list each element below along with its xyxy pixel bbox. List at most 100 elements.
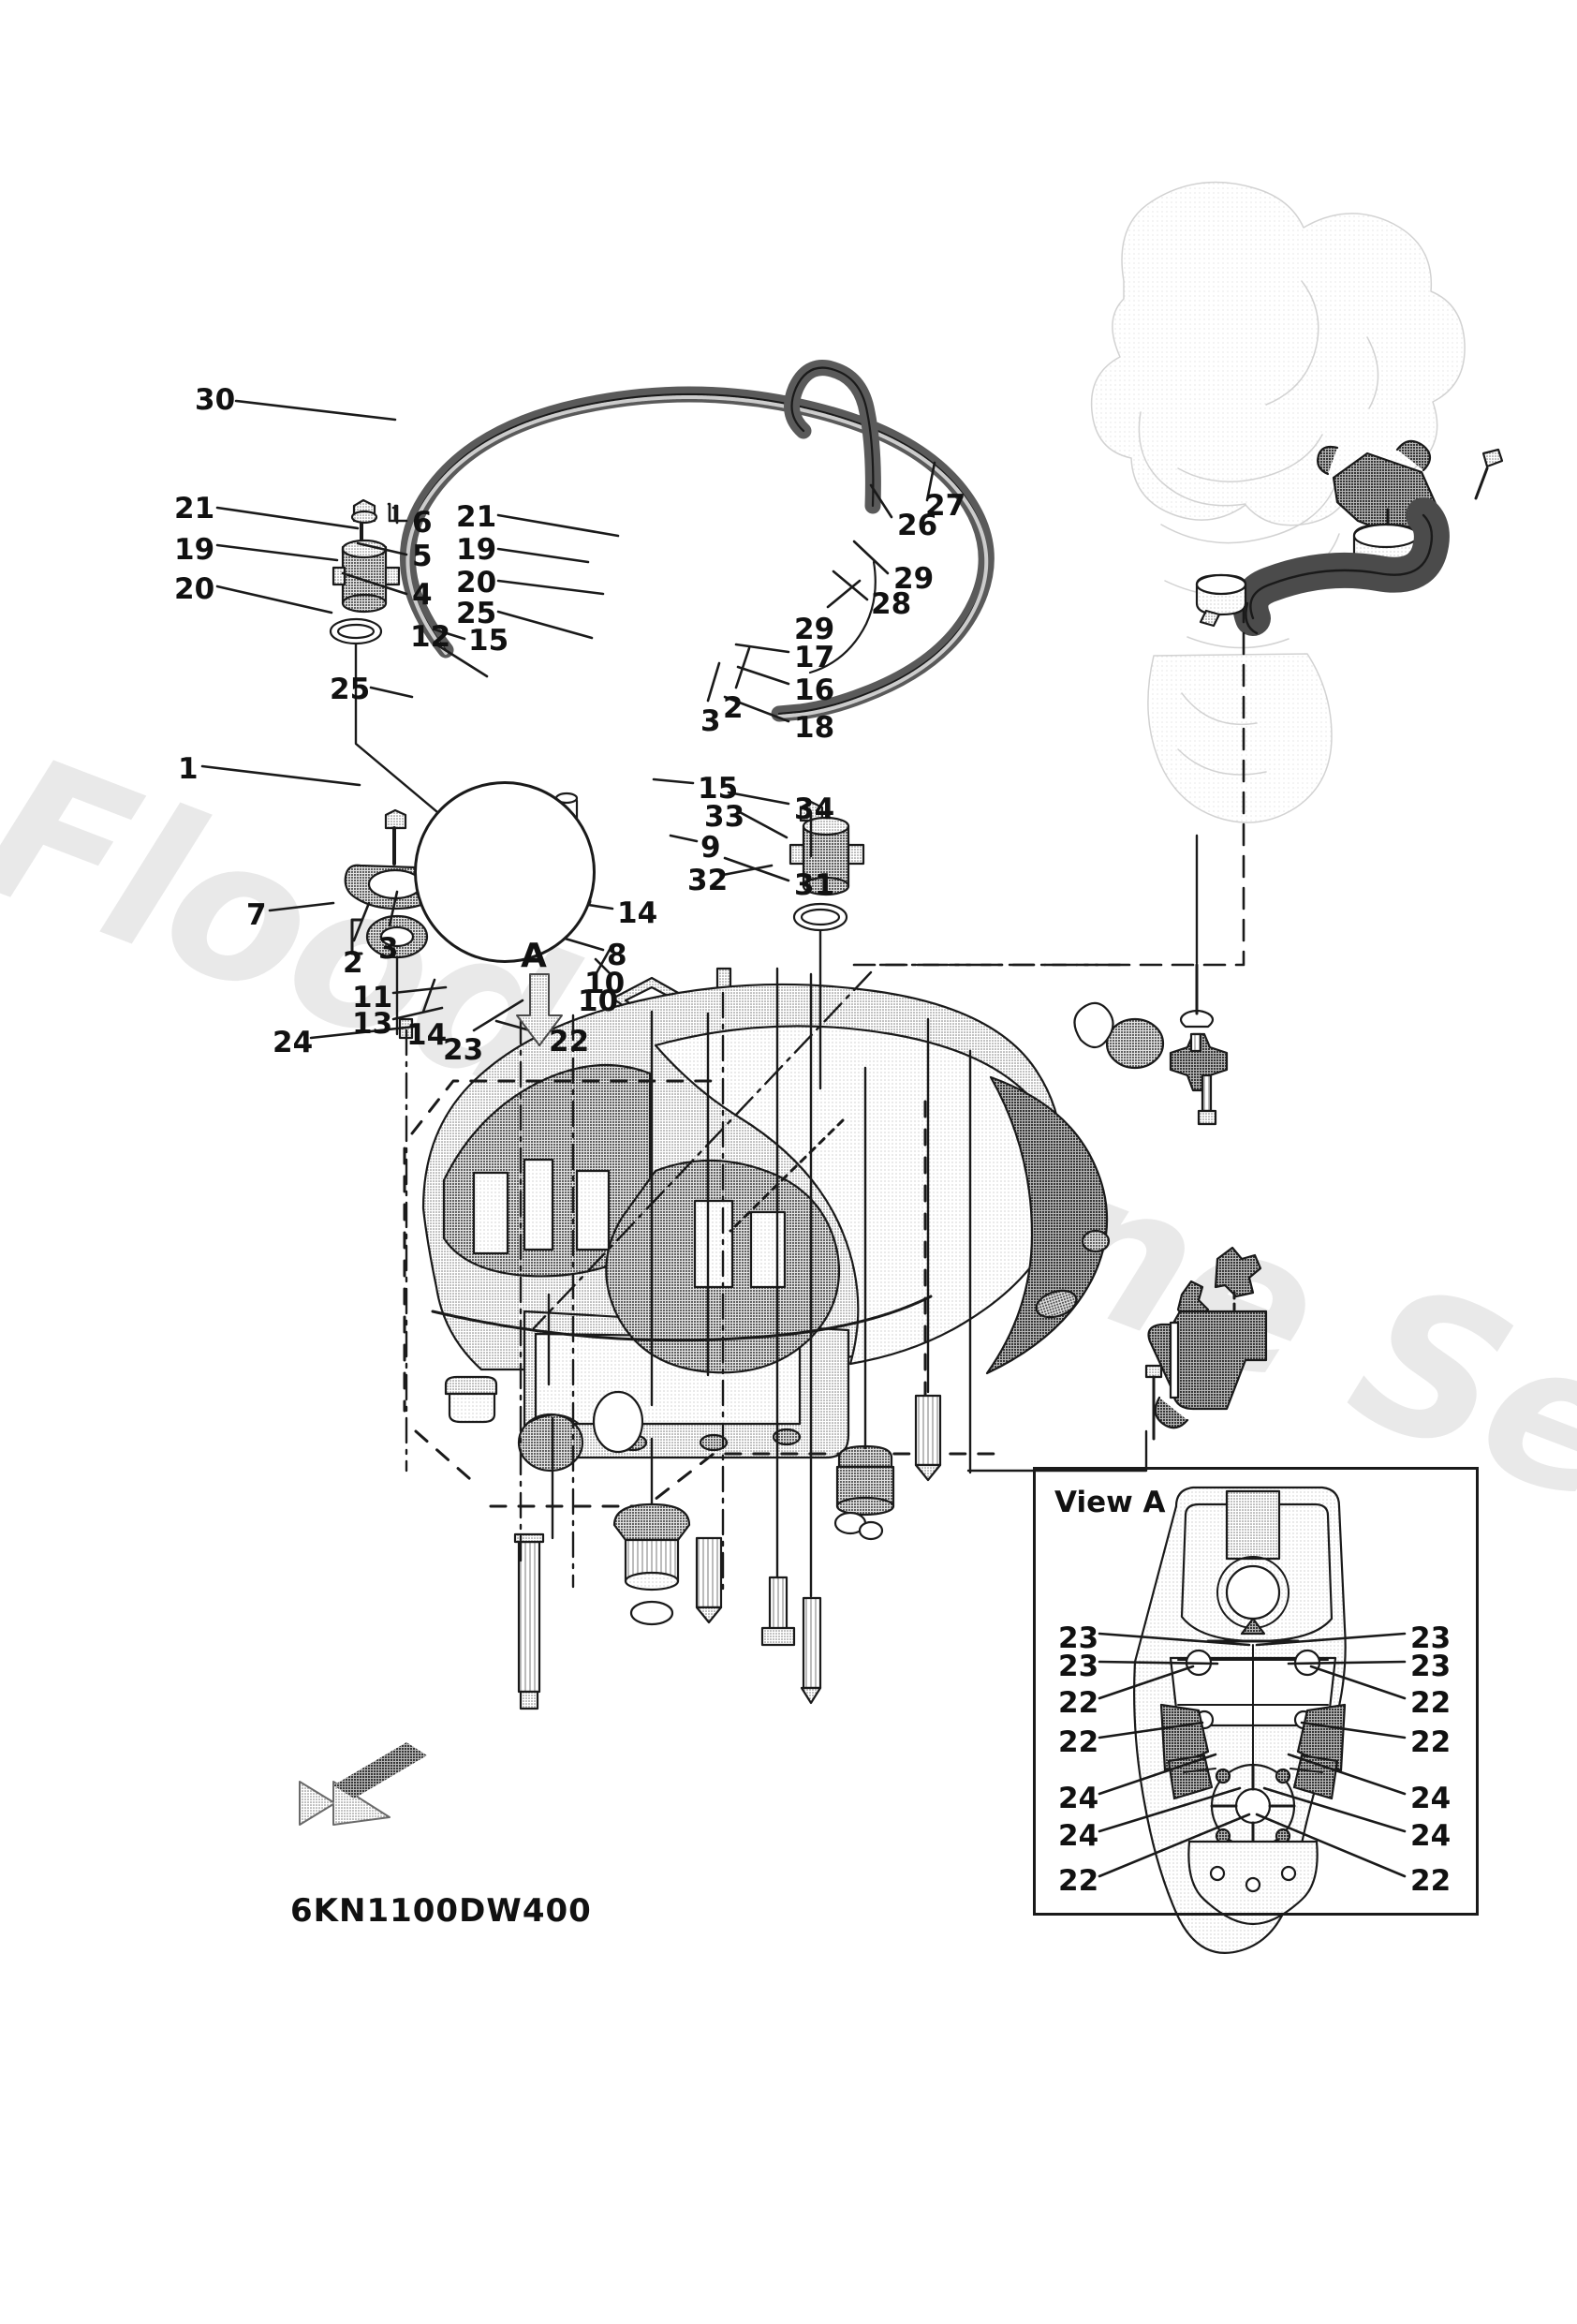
callout-5[interactable]: 5 [412, 540, 433, 573]
view-callout-22-right-1[interactable]: 22 [1410, 1686, 1452, 1720]
part-23-bolt [760, 1576, 796, 1647]
callout-18[interactable]: 18 [794, 711, 835, 745]
part-number-caption: 6KN1100DW400 [290, 1892, 592, 1930]
callout-10-b[interactable]: 10 [584, 967, 626, 1000]
callout-19[interactable]: 19 [174, 533, 215, 567]
callout-2-lower[interactable]: 2 [343, 946, 363, 980]
part-9-grommet [1035, 1289, 1078, 1319]
callout-6[interactable]: 6 [412, 506, 433, 540]
part-15-right-nut [1081, 1229, 1111, 1253]
callout-25-left[interactable]: 25 [330, 673, 371, 706]
view-a-leaders [1098, 1632, 1407, 1878]
callout-12[interactable]: 12 [410, 620, 451, 654]
callout-13[interactable]: 13 [352, 1007, 393, 1041]
view-a-inset-box [1033, 1467, 1479, 1916]
callout-23-lower[interactable]: 23 [443, 1033, 484, 1067]
callout-1[interactable]: 1 [178, 752, 199, 786]
view-callout-22-right-2[interactable]: 22 [1410, 1725, 1452, 1759]
callout-9[interactable]: 9 [700, 831, 721, 865]
callout-31[interactable]: 31 [794, 868, 835, 902]
part-6-bolt [384, 808, 407, 866]
callout-14-lower[interactable]: 14 [406, 1018, 448, 1052]
view-callout-24-right-1[interactable]: 24 [1410, 1782, 1452, 1815]
callout-29-b[interactable]: 29 [893, 562, 935, 596]
callout-3-lower[interactable]: 3 [378, 932, 399, 966]
view-callout-22-left-1[interactable]: 22 [1058, 1686, 1099, 1720]
callout-24[interactable]: 24 [273, 1026, 314, 1059]
detail-bubble-a [414, 781, 596, 963]
part-13-seal [629, 1600, 674, 1626]
callout-7[interactable]: 7 [246, 898, 267, 932]
part-30-cowling-seal [400, 360, 995, 722]
view-callout-23-right-1[interactable]: 23 [1410, 1621, 1452, 1655]
callout-19-center[interactable]: 19 [456, 533, 497, 567]
part-32-bolt [1144, 1364, 1163, 1441]
part-3-right-oring [1073, 1001, 1114, 1049]
part-11-filter [612, 1502, 691, 1591]
part-18-bolt [1197, 1073, 1217, 1126]
view-callout-22-left-3[interactable]: 22 [1058, 1864, 1099, 1898]
callout-34[interactable]: 34 [794, 792, 835, 826]
part-20-left-oring [329, 617, 383, 645]
callout-17[interactable]: 17 [794, 641, 835, 674]
view-a-title: View A [1054, 1486, 1166, 1519]
part-17-washer [1179, 963, 1215, 1029]
part-14-bolt-b [914, 1394, 942, 1482]
section-a-line [852, 607, 1245, 967]
callout-27[interactable]: 27 [925, 489, 966, 523]
construction-lines [354, 508, 1390, 1598]
part-19-left-fitting [332, 539, 401, 614]
part-28-hose [1232, 497, 1450, 636]
section-a-arrow [516, 973, 563, 1046]
view-a-inset-artwork [1133, 1486, 1347, 1954]
fwd-arrow [299, 1742, 427, 1826]
part-31-bracket [1147, 1310, 1268, 1429]
callout-21-center[interactable]: 21 [456, 500, 497, 534]
part-3-lower-oring [592, 1390, 644, 1454]
main-body-assembly [421, 983, 1109, 1459]
callout-26[interactable]: 26 [897, 509, 938, 542]
part-4-grommet [350, 914, 429, 959]
view-callout-23-left-1[interactable]: 23 [1058, 1621, 1099, 1655]
view-callout-22-right-3[interactable]: 22 [1410, 1864, 1452, 1898]
leader-lines [200, 399, 936, 1040]
callout-33[interactable]: 33 [704, 800, 745, 834]
callout-3-right[interactable]: 3 [700, 704, 721, 738]
callout-14-center[interactable]: 14 [617, 896, 658, 930]
part-16-stud-mount [1169, 1032, 1229, 1092]
part-7-drain-plug [444, 1375, 498, 1424]
callout-20-center[interactable]: 20 [456, 566, 497, 600]
part-2-right-cap [1105, 1017, 1165, 1070]
callout-4[interactable]: 4 [412, 578, 433, 612]
callout-8[interactable]: 8 [607, 939, 627, 972]
callout-11[interactable]: 11 [352, 981, 393, 1014]
part-14-bolt-a [695, 1536, 723, 1624]
view-callout-24-left-2[interactable]: 24 [1058, 1819, 1099, 1853]
view-callout-22-left-2[interactable]: 22 [1058, 1725, 1099, 1759]
callout-32[interactable]: 32 [687, 864, 729, 897]
callout-15-right[interactable]: 15 [698, 772, 739, 806]
callout-21[interactable]: 21 [174, 492, 215, 525]
callout-10-a[interactable]: 10 [578, 984, 619, 1018]
view-callout-23-right-2[interactable]: 23 [1410, 1650, 1452, 1683]
part-10-oring-b [858, 1520, 884, 1541]
callout-25-center[interactable]: 25 [456, 597, 497, 630]
callout-16[interactable]: 16 [794, 674, 835, 707]
view-callout-24-left-1[interactable]: 24 [1058, 1782, 1099, 1815]
view-callout-23-left-2[interactable]: 23 [1058, 1650, 1099, 1683]
part-2-lower-cap [517, 1413, 584, 1473]
part-22-bolt [800, 1596, 822, 1705]
callout-29-a[interactable]: 29 [794, 613, 835, 646]
part-29-clamp-lower [1195, 573, 1247, 628]
callout-20[interactable]: 20 [174, 572, 215, 606]
callout-22-lower[interactable]: 22 [549, 1025, 590, 1058]
ghosted-engine-neck [1147, 653, 1333, 823]
callout-30[interactable]: 30 [195, 383, 236, 417]
part-27-bolt [1474, 448, 1504, 500]
callout-2-right[interactable]: 2 [723, 691, 744, 725]
callout-15-center[interactable]: 15 [468, 624, 509, 658]
view-callout-24-right-2[interactable]: 24 [1410, 1819, 1452, 1853]
callout-28[interactable]: 28 [871, 587, 912, 621]
part-8-relief-valve [835, 1444, 895, 1517]
